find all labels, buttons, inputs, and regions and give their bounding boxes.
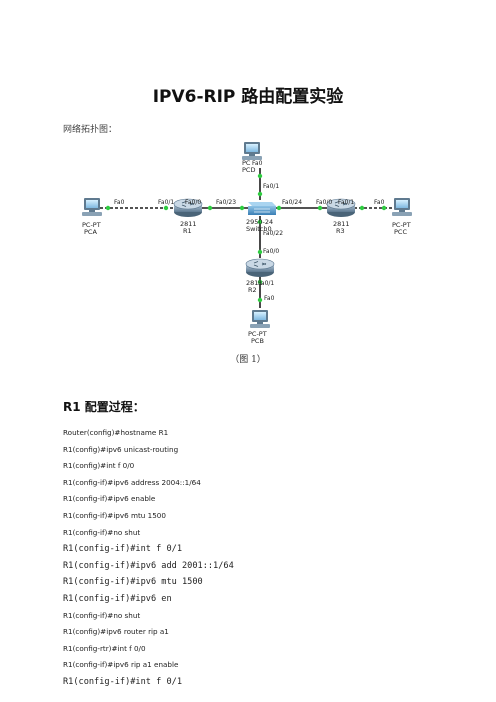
- config-line: R1(config-if)#ipv6 add 2001::1/64: [63, 560, 234, 571]
- config-line: R1(config)#ipv6 unicast-routing: [63, 444, 179, 454]
- r3-name-label: R3: [336, 227, 345, 235]
- r2-name-label: R2: [248, 286, 257, 294]
- pcd-name-label: PCD: [242, 166, 255, 174]
- pca-port-label: Fa0: [114, 199, 125, 206]
- status-dot: [257, 297, 263, 303]
- status-dot: [105, 205, 111, 211]
- config-line: R1(config)#int f 0/0: [63, 461, 135, 471]
- pca-name-label: PCA: [84, 228, 97, 236]
- config-line: R1(config-if)#ipv6 en: [63, 593, 172, 604]
- config-commands: Router(config)#hostname R1 R1(config)#ipv…: [63, 425, 463, 691]
- pcd-port-label: Fa0: [252, 160, 263, 167]
- pc-icon: [242, 142, 262, 160]
- pc-icon: [250, 310, 270, 328]
- pcb-port-label: Fa0: [264, 295, 275, 302]
- pcc-name-label: PCC: [394, 228, 407, 236]
- link-status-dots: [105, 173, 387, 303]
- switch-port-left-label: Fa0/23: [216, 199, 236, 206]
- switch-name-label: Switch0: [246, 225, 272, 233]
- status-dot: [257, 173, 263, 179]
- config-line: R1(config-if)#ipv6 mtu 1500: [63, 510, 166, 520]
- config-line: R1(config-if)#int f 0/1: [63, 676, 182, 687]
- config-line: Router(config)#hostname R1: [63, 428, 169, 437]
- status-dot: [381, 205, 387, 211]
- status-dot: [239, 205, 245, 211]
- r1-port-right-label: Fa0/0: [185, 199, 201, 206]
- pc-icon: [392, 198, 412, 216]
- network-topology-diagram: PC-PT PCA Fa0 2811 R1 Fa0/1 Fa0/0 2950-2…: [82, 142, 412, 345]
- topology-subtitle: 网络拓扑图：: [63, 125, 118, 135]
- status-dot: [207, 205, 213, 211]
- status-dot: [317, 205, 323, 211]
- switch-port-top-label: Fa0/1: [263, 183, 279, 190]
- router-icon: [326, 198, 356, 217]
- router-icon: [245, 258, 275, 277]
- switch-port-right-label: Fa0/24: [282, 199, 302, 206]
- pc-icon: [82, 198, 102, 216]
- config-line: R1(config-if)#ipv6 enable: [63, 494, 156, 504]
- r2-port-bottom-label: Fa0/1: [258, 280, 274, 287]
- topology-links: [100, 168, 392, 308]
- status-dot: [257, 191, 263, 197]
- status-dot: [257, 279, 263, 285]
- r2-model-label: 2811: [246, 279, 263, 287]
- pca-type-label: PC-PT: [82, 221, 101, 229]
- r3-port-left-label: Fa0/0: [316, 199, 332, 206]
- config-line: R1(config-rtr)#int f 0/0: [63, 643, 146, 653]
- section-heading: R1 配置过程：: [63, 400, 145, 414]
- pcd-type-label: PC: [242, 159, 251, 167]
- status-dot: [257, 249, 263, 255]
- config-line: R1(config-if)#no shut: [63, 610, 141, 620]
- pcb-name-label: PCB: [251, 337, 264, 345]
- r3-port-right-label: Fa0/1: [338, 199, 354, 206]
- switch-model-label: 2950-24: [246, 218, 273, 226]
- config-line: R1(config-if)#int f 0/1: [63, 544, 182, 555]
- router-icon: [173, 198, 203, 217]
- status-dot: [359, 205, 365, 211]
- figure-caption: （图 1）: [230, 355, 266, 365]
- pcc-type-label: PC-PT: [392, 221, 411, 229]
- status-dot: [163, 205, 169, 211]
- r3-model-label: 2811: [333, 220, 350, 228]
- config-line: R1(config-if)#no shut: [63, 527, 141, 537]
- pcb-type-label: PC-PT: [248, 330, 267, 338]
- document-title: IPV6-RIP 路由配置实验: [152, 87, 344, 107]
- config-line: R1(config-if)#ipv6 address 2004::1/64: [63, 477, 201, 487]
- r1-model-label: 2811: [180, 220, 197, 228]
- status-dot: [276, 205, 282, 211]
- r1-port-left-label: Fa0/1: [158, 199, 174, 206]
- r1-name-label: R1: [183, 227, 192, 235]
- switch-port-bottom-label: Fa0/22: [263, 230, 283, 237]
- config-line: R1(config-if)#ipv6 rip a1 enable: [63, 660, 179, 670]
- config-line: R1(config)#ipv6 router rip a1: [63, 627, 169, 637]
- r2-port-top-label: Fa0/0: [263, 248, 279, 255]
- config-line: R1(config-if)#ipv6 mtu 1500: [63, 577, 203, 588]
- switch-icon: [248, 202, 276, 215]
- pcc-port-label: Fa0: [374, 199, 385, 206]
- status-dot: [257, 219, 263, 225]
